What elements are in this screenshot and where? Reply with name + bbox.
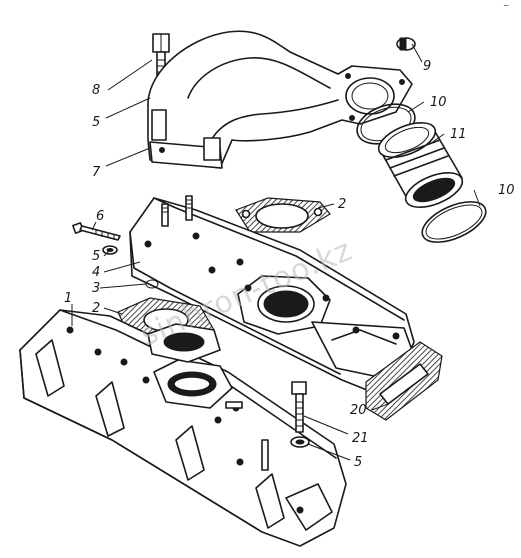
callout-4: 4: [92, 265, 100, 280]
callout-10-lower: 10: [498, 183, 515, 198]
callout-20: 20: [350, 403, 367, 418]
lower-manifold-1: [19, 309, 347, 547]
callout-2-upper: 2: [338, 197, 346, 212]
leader-lines: [71, 43, 481, 461]
bolt-6: [72, 222, 121, 241]
gasket-20: [365, 341, 443, 421]
plug-9: [396, 37, 416, 51]
callout-10-upper: 10: [430, 95, 447, 110]
seal-ring-10-lower: [421, 201, 487, 243]
callout-21: 21: [352, 431, 369, 446]
callout-1: 1: [64, 291, 72, 306]
callout-8: 8: [92, 83, 100, 98]
callout-2-lower: 2: [92, 301, 100, 316]
callout-9: 9: [423, 59, 431, 74]
callout-11: 11: [450, 127, 467, 142]
callout-5-upper: 5: [92, 115, 100, 130]
bolt-21: [291, 381, 307, 433]
callout-6: 6: [96, 209, 104, 224]
callout-5-lower: 5: [354, 455, 362, 470]
gasket-2-upper: [235, 197, 331, 233]
callout-7: 7: [92, 165, 101, 180]
callout-5-side: 5: [92, 249, 100, 264]
callout-labels: 8 5 7 9 10 11 10 2 6 5 4 3 1 2 20 21 5: [64, 59, 515, 470]
upper-manifold-4: [129, 195, 415, 393]
washer-5-lower: [290, 436, 310, 448]
elbow-pipe-7: [147, 30, 413, 169]
callout-3: 3: [92, 281, 100, 296]
sleeve-11: [377, 122, 464, 208]
corner-mark: ~: [503, 1, 510, 10]
